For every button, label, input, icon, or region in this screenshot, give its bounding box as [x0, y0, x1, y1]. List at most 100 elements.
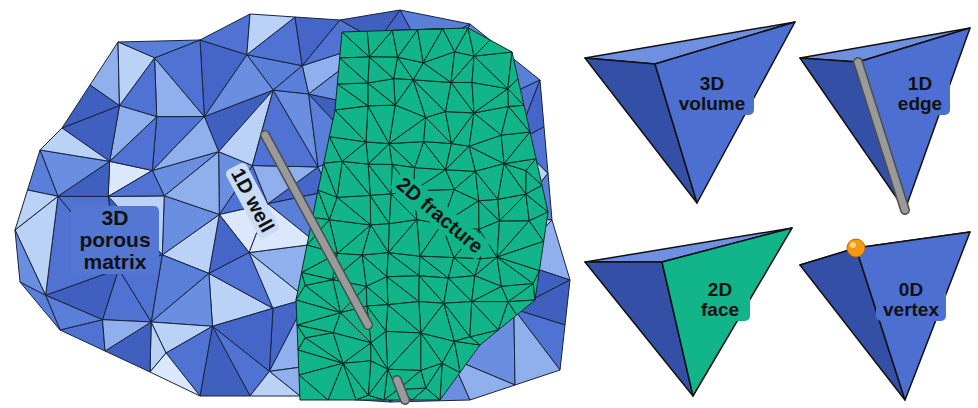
matrix-cell	[273, 66, 308, 94]
fracture-cell	[526, 159, 542, 186]
fracture-cell	[526, 185, 548, 212]
face-label: 2D face	[690, 279, 750, 321]
fracture-cell	[500, 194, 530, 221]
well-outline	[397, 380, 405, 400]
tetrahedron	[585, 22, 795, 203]
matrix-cell	[118, 42, 155, 106]
fracture-cell	[389, 142, 423, 168]
fracture-cell	[337, 161, 370, 197]
matrix-cell	[151, 273, 212, 326]
front-face	[655, 22, 795, 203]
fracture-cell	[419, 256, 448, 278]
fracture-cell	[533, 271, 539, 300]
fracture-cell	[368, 361, 387, 396]
matrix-cell	[103, 320, 152, 351]
fracture-cell	[508, 300, 535, 315]
fracture-cell	[392, 30, 417, 58]
fracture-cell	[356, 395, 384, 400]
fracture-cell	[444, 278, 472, 303]
matrix-cell	[28, 150, 58, 196]
fracture-cell	[386, 331, 421, 369]
front-face	[662, 228, 792, 396]
fracture-cell	[333, 333, 371, 364]
fracture-cell	[413, 80, 451, 112]
fracture-cell	[419, 276, 448, 303]
tetrahedron	[800, 28, 970, 210]
fracture-cell	[474, 89, 508, 113]
fracture-cell	[366, 286, 388, 306]
fracture-cell	[367, 30, 392, 57]
fracture-cell	[394, 79, 414, 105]
fracture-cell	[386, 305, 421, 333]
fracture-cell	[451, 82, 474, 113]
fracture-cell	[370, 194, 391, 224]
fracture-cell	[324, 161, 342, 197]
well-core	[397, 380, 405, 400]
fracture-cell	[342, 161, 370, 195]
fracture-cell	[474, 52, 512, 89]
tetrahedra	[585, 22, 970, 400]
matrix-cell	[152, 117, 218, 171]
fracture-cell	[368, 164, 391, 195]
matrix-cell	[250, 371, 300, 396]
well-outline	[265, 135, 368, 325]
fracture-cell	[388, 220, 420, 257]
fracture-cell	[340, 57, 370, 83]
tetrahedron	[585, 228, 792, 396]
matrix-cell	[40, 128, 110, 161]
vertex-highlight	[850, 242, 856, 248]
fracture-cell	[366, 142, 389, 164]
fracture-mesh	[296, 28, 548, 400]
fracture-cell	[448, 258, 474, 278]
fracture-cell	[451, 52, 474, 83]
matrix-cell	[200, 14, 250, 55]
matrix-cell	[252, 90, 318, 167]
vertex-label: 0D vertex	[876, 279, 946, 321]
fracture-cell	[479, 199, 500, 221]
matrix-cell	[514, 309, 560, 385]
fracture-cell	[443, 28, 468, 52]
fracture-cell	[342, 31, 369, 57]
matrix-cell	[162, 196, 219, 255]
fracture-cell	[368, 164, 392, 194]
fracture-cell	[337, 83, 368, 106]
well-tube	[265, 135, 405, 400]
fracture-cell	[388, 220, 417, 253]
fracture-cell	[335, 106, 368, 142]
matrix-cell	[247, 14, 295, 55]
matrix-cell	[150, 353, 200, 396]
fracture-cell	[368, 105, 395, 144]
fracture-cell	[508, 105, 530, 132]
matrix-cell	[15, 230, 46, 295]
front-face	[856, 232, 970, 400]
fracture-cell	[468, 28, 490, 56]
fracture-cell	[504, 132, 536, 164]
well-core	[265, 135, 368, 325]
fracture-cell	[442, 341, 460, 372]
fracture-cell	[387, 253, 419, 277]
fracture-cell	[454, 171, 479, 200]
fracture-cell	[387, 277, 419, 305]
tetrahedron	[800, 232, 970, 400]
fracture-cell	[529, 212, 548, 241]
vertex-dot	[847, 239, 865, 257]
matrix-label: 3D porous matrix	[71, 206, 159, 274]
fracture-cell	[497, 257, 539, 283]
matrix-cell	[15, 190, 58, 230]
volume-label: 3D volume	[670, 73, 754, 115]
fracture-cell	[508, 52, 518, 89]
front-face	[858, 28, 970, 210]
fracture-cell	[340, 32, 370, 58]
matrix-cell	[108, 170, 164, 196]
matrix-cell	[46, 295, 103, 330]
fracture-cell	[299, 375, 328, 400]
fracture-cell	[470, 302, 498, 337]
fracture-cell	[444, 303, 470, 341]
fracture-cell	[299, 363, 343, 400]
fracture-cell	[302, 273, 333, 286]
edge-label: 1D edge	[890, 73, 950, 115]
fracture-cell	[419, 276, 444, 303]
fracture-cell	[501, 284, 533, 302]
